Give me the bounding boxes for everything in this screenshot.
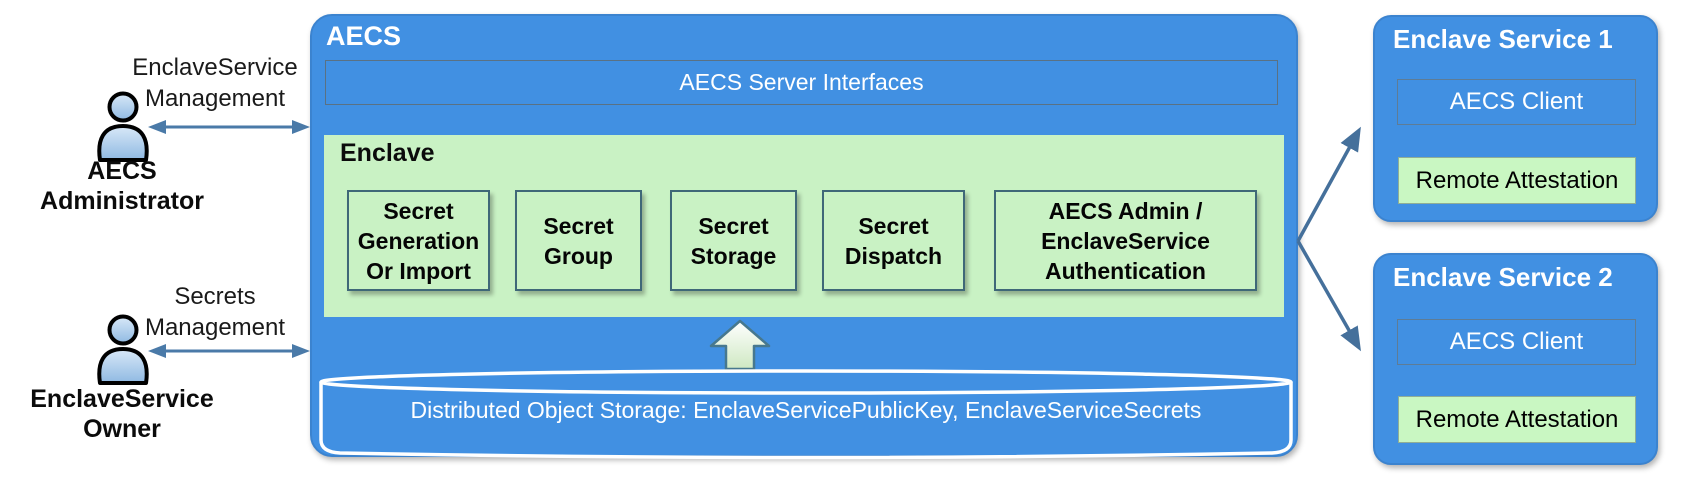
module-secret-group: Secret Group (515, 190, 642, 291)
module-secret-generation: Secret Generation Or Import (347, 190, 490, 291)
aecs-client-label-1: AECS Client (1449, 88, 1584, 115)
aecs-server-interfaces-label: AECS Server Interfaces (679, 69, 924, 95)
module-secret-storage: Secret Storage (670, 190, 797, 291)
owner-person-icon (97, 314, 149, 385)
remote-attestation-box-1: Remote Attestation (1398, 157, 1636, 204)
admin-person-icon (97, 91, 149, 162)
owner-double-arrow-icon (148, 344, 310, 358)
up-arrow-icon (709, 319, 771, 371)
enclave-service-1-title: Enclave Service 1 (1393, 24, 1613, 54)
enclave-title: Enclave (340, 139, 435, 167)
remote-attestation-box-2: Remote Attestation (1398, 396, 1636, 443)
admin-double-arrow-icon (148, 120, 310, 134)
service-connection-arrows-icon (1296, 126, 1361, 352)
owner-link-label: Secrets Management (144, 283, 286, 341)
aecs-server-interfaces-bar: AECS Server Interfaces (325, 60, 1278, 105)
aecs-server-box: AECS AECS Server Interfaces Enclave Secr… (310, 14, 1298, 460)
admin-actor-label: AECS Administrator (40, 157, 204, 215)
enclave-service-2-box: Enclave Service 2 AECS Client Remote Att… (1373, 253, 1658, 465)
storage-label: Distributed Object Storage: EnclaveServi… (410, 397, 1202, 423)
enclave-service-1-box: Enclave Service 1 AECS Client Remote Att… (1373, 15, 1658, 222)
storage-cylinder-icon (319, 369, 1293, 460)
enclave-box: Enclave Secret Generation Or Import Secr… (324, 135, 1284, 317)
aecs-client-box-1: AECS Client (1397, 79, 1636, 125)
aecs-client-label-2: AECS Client (1449, 328, 1584, 355)
module-secret-dispatch: Secret Dispatch (822, 190, 965, 291)
remote-attestation-label-2: Remote Attestation (1415, 405, 1619, 433)
admin-link-label: EnclaveService Management (132, 54, 298, 112)
aecs-client-box-2: AECS Client (1397, 319, 1636, 365)
module-authentication: AECS Admin / EnclaveService Authenticati… (994, 190, 1257, 291)
aecs-title: AECS (326, 21, 402, 51)
remote-attestation-label-1: Remote Attestation (1415, 166, 1619, 194)
owner-actor-label: EnclaveService Owner (30, 385, 214, 443)
enclave-service-2-title: Enclave Service 2 (1393, 262, 1613, 292)
